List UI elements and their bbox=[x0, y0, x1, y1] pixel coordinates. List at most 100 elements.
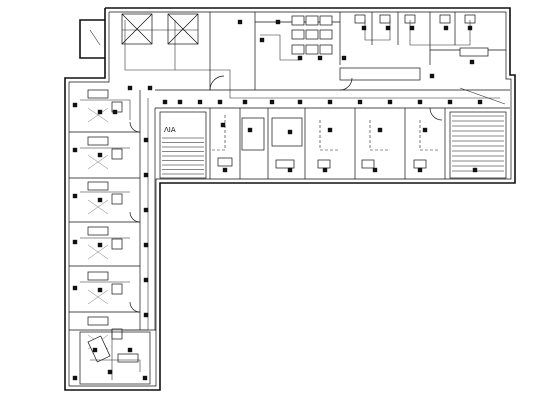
ceiling-light-fixture bbox=[467, 25, 473, 31]
ceiling-light-fixture bbox=[422, 127, 428, 133]
ceiling-light-fixture bbox=[143, 207, 149, 213]
desk bbox=[275, 159, 295, 169]
ceiling-light-fixture bbox=[322, 167, 328, 173]
ceiling-light-fixture bbox=[217, 99, 223, 105]
light-fixtures bbox=[72, 19, 483, 381]
outer-walls bbox=[64, 7, 516, 391]
ceiling-light-fixture bbox=[97, 242, 103, 248]
desk-cluster bbox=[291, 15, 333, 55]
ceiling-light-fixture bbox=[327, 99, 333, 105]
ceiling-light-fixture bbox=[147, 85, 153, 91]
ceiling-light-fixture bbox=[472, 167, 478, 173]
bed bbox=[87, 316, 109, 326]
ceiling-light-fixture bbox=[72, 239, 78, 245]
ceiling-light-fixture bbox=[297, 55, 303, 61]
bed bbox=[87, 89, 109, 99]
bed bbox=[87, 271, 109, 281]
inner-wall-line bbox=[68, 11, 512, 387]
ceiling-light-fixture bbox=[242, 99, 248, 105]
ceiling-light-fixture bbox=[72, 193, 78, 199]
corridors bbox=[139, 89, 510, 330]
ceiling-light-fixture bbox=[112, 109, 118, 115]
ceiling-light-fixture bbox=[387, 99, 393, 105]
washbasin bbox=[111, 238, 123, 250]
ceiling-light-fixture bbox=[361, 25, 367, 31]
ceiling-light-fixture bbox=[162, 99, 168, 105]
ceiling-light-fixture bbox=[297, 99, 303, 105]
washbasin bbox=[111, 193, 123, 205]
ceiling-light-fixture bbox=[247, 127, 253, 133]
ceiling-light-fixture bbox=[357, 99, 363, 105]
ceiling-light-fixture bbox=[97, 197, 103, 203]
lobby bbox=[79, 331, 151, 385]
ceiling-light-fixture bbox=[143, 137, 149, 143]
wiring bbox=[80, 20, 506, 380]
stair-right bbox=[449, 111, 507, 179]
ceiling-light-fixture bbox=[72, 375, 78, 381]
ceiling-light-fixture bbox=[143, 277, 149, 283]
service-counter bbox=[339, 67, 421, 81]
ceiling-light-fixture bbox=[92, 347, 98, 353]
ceiling-light-fixture bbox=[269, 99, 275, 105]
ceiling-light-fixture bbox=[417, 167, 423, 173]
desk bbox=[317, 159, 331, 169]
ceiling-light-fixture bbox=[447, 99, 453, 105]
ceiling-light-fixture bbox=[97, 109, 103, 115]
ceiling-light-fixture bbox=[143, 312, 149, 318]
ceiling-light-fixture bbox=[142, 375, 148, 381]
sofa bbox=[87, 335, 111, 363]
washbasin bbox=[111, 148, 123, 160]
ceiling-light-fixture bbox=[327, 127, 333, 133]
ceiling-light-fixture bbox=[409, 25, 415, 31]
stair-left: ΛIA bbox=[159, 111, 207, 179]
door-swings bbox=[129, 75, 443, 313]
ceiling-light-fixture bbox=[377, 127, 383, 133]
ceiling-light-fixture bbox=[107, 369, 113, 375]
desk bbox=[459, 47, 489, 57]
ceiling-light-fixture bbox=[341, 55, 347, 61]
desk bbox=[217, 157, 233, 167]
ceiling-light-fixture bbox=[443, 25, 449, 31]
table bbox=[117, 353, 139, 363]
top-rooms bbox=[121, 12, 506, 90]
ceiling-light-fixture bbox=[287, 167, 293, 173]
ceiling-light-fixture bbox=[220, 122, 226, 128]
desk bbox=[413, 159, 427, 169]
ceiling-light-fixture bbox=[477, 99, 483, 105]
vertical-wing-rooms bbox=[69, 89, 156, 350]
ceiling-light-fixture bbox=[127, 85, 133, 91]
bed bbox=[87, 226, 109, 236]
washbasin bbox=[111, 328, 123, 340]
ceiling-light-fixture bbox=[97, 287, 103, 293]
ceiling-light-fixture bbox=[143, 172, 149, 178]
ceiling-light-fixture bbox=[469, 59, 475, 65]
ceiling-light-fixture bbox=[287, 129, 293, 135]
ceiling-light-fixture bbox=[237, 19, 243, 25]
ceiling-light-fixture bbox=[417, 99, 423, 105]
desk bbox=[361, 159, 375, 169]
ceiling-light-fixture bbox=[259, 37, 265, 43]
bed bbox=[87, 136, 109, 146]
bed bbox=[87, 181, 109, 191]
ceiling-light-fixture bbox=[317, 55, 323, 61]
stair-label: ΛIA bbox=[164, 126, 176, 134]
entrance-notch bbox=[79, 19, 105, 59]
ceiling-light-fixture bbox=[72, 147, 78, 153]
ceiling-light-fixture bbox=[197, 99, 203, 105]
ceiling-light-fixture bbox=[97, 152, 103, 158]
ceiling-light-fixture bbox=[372, 167, 378, 173]
ceiling-light-fixture bbox=[143, 242, 149, 248]
ceiling-light-fixture bbox=[429, 73, 435, 79]
ward-fixtures bbox=[87, 89, 123, 350]
ceiling-light-fixture bbox=[222, 167, 228, 173]
ceiling-light-fixture bbox=[385, 25, 391, 31]
ceiling-light-fixture bbox=[177, 99, 183, 105]
ceiling-light-fixture bbox=[72, 285, 78, 291]
ceiling-light-fixture bbox=[72, 102, 78, 108]
bottom-rooms bbox=[209, 108, 446, 179]
ceiling-light-fixture bbox=[275, 19, 281, 25]
outer-wall-horizontal-wing bbox=[64, 7, 516, 391]
washbasin bbox=[111, 283, 123, 295]
